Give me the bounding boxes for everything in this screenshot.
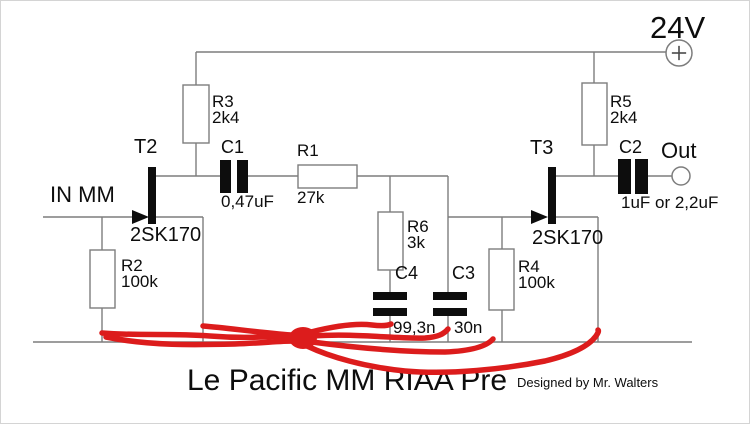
label-r2-value: 100k xyxy=(121,272,158,291)
label-c2-name: C2 xyxy=(619,137,643,157)
capacitor-plate-C4-top xyxy=(373,292,407,300)
label-r4-name: R4 xyxy=(518,257,540,276)
designer-credit: Designed by Mr. Walters xyxy=(517,375,659,390)
label-r2-name: R2 xyxy=(121,256,143,275)
label-out: Out xyxy=(661,138,697,163)
label-in-mm: IN MM xyxy=(50,182,115,207)
label-r6-name: R6 xyxy=(407,217,429,236)
T2-gate-arrow-icon xyxy=(132,210,149,224)
resistor-R6 xyxy=(377,211,404,271)
label-t2-part: 2SK170 xyxy=(130,224,202,246)
label-supply-24v: 24V xyxy=(650,10,706,45)
label-r4-value: 100k xyxy=(518,273,555,292)
label-c4-value: 99,3n xyxy=(393,318,436,337)
label-r6-value: 3k xyxy=(407,233,425,252)
label-r3-name: R3 xyxy=(212,92,234,111)
label-c4-name: C4 xyxy=(395,263,419,283)
label-r1-value: 27k xyxy=(297,188,325,207)
resistor-R1 xyxy=(297,164,358,189)
resistor-R4 xyxy=(488,248,515,311)
label-r3-value: 2k4 xyxy=(212,108,240,127)
label-c1-name: C1 xyxy=(221,137,245,157)
label-c3-name: C3 xyxy=(452,263,476,283)
jfet-channel-bar-T3 xyxy=(548,167,556,224)
capacitor-plate-C1-right xyxy=(237,160,248,193)
capacitor-plate-C1-left xyxy=(220,160,231,193)
label-c1-value: 0,47uF xyxy=(221,192,274,211)
capacitor-plate-C2-left xyxy=(618,159,631,194)
capacitor-plate-C3-top xyxy=(433,292,467,300)
label-r5-value: 2k4 xyxy=(610,108,638,127)
jfet-channel-bar-T2 xyxy=(148,167,156,224)
label-r1-name: R1 xyxy=(297,141,319,160)
label-t3-part: 2SK170 xyxy=(532,227,604,249)
label-t2: T2 xyxy=(134,136,158,158)
resistor-R5 xyxy=(581,82,608,146)
resistor-R2 xyxy=(89,249,116,309)
terminal-out xyxy=(671,166,691,186)
capacitor-plate-C3-bottom xyxy=(433,308,467,316)
capacitor-plate-C2-right xyxy=(635,159,648,194)
label-c3-value: 30n xyxy=(454,318,483,337)
capacitor-plate-C4-bottom xyxy=(373,308,407,316)
resistor-R3 xyxy=(182,84,210,144)
T3-gate-arrow-icon xyxy=(531,210,548,224)
label-r5-name: R5 xyxy=(610,92,632,111)
label-t3: T3 xyxy=(530,137,554,159)
label-c2-value: 1uF or 2,2uF xyxy=(621,193,719,212)
schematic-title: Le Pacific MM RIAA Pre xyxy=(187,364,508,397)
